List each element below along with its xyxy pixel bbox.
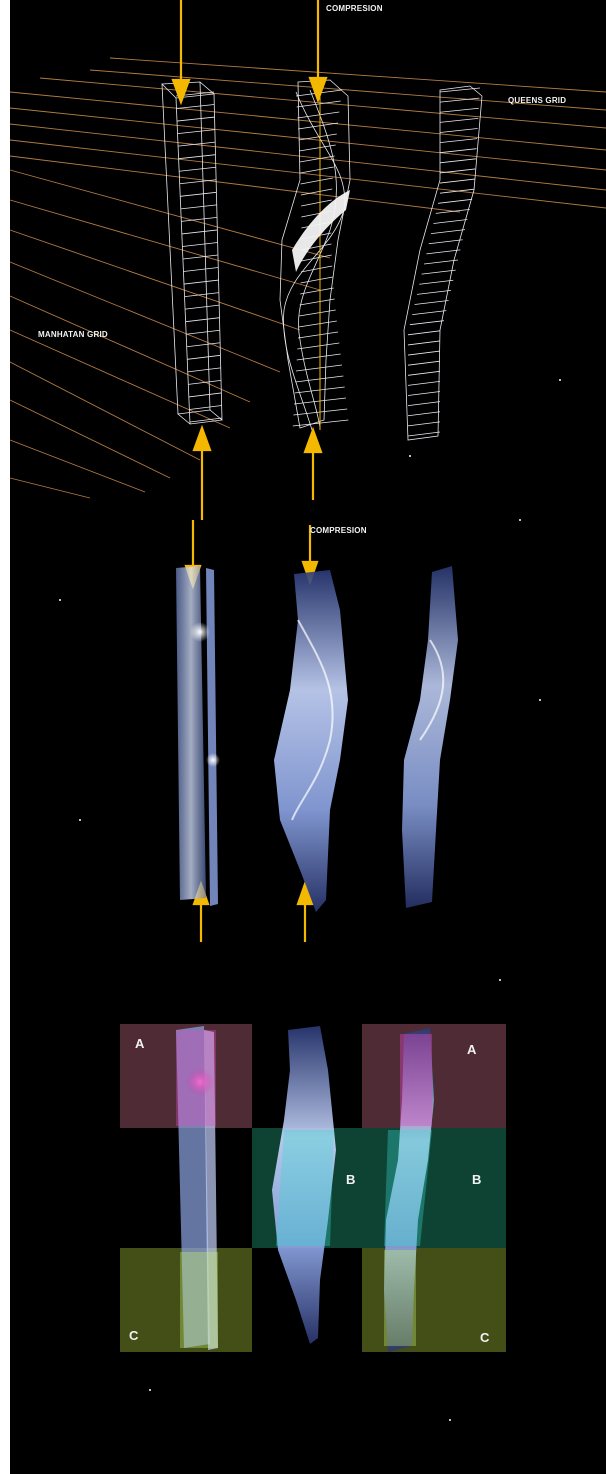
queens-grid-label: QUEENS GRID bbox=[508, 96, 566, 105]
manhattan-grid-label: MANHATAN GRID bbox=[38, 330, 108, 339]
zone-a-label-right: A bbox=[467, 1042, 476, 1057]
zone-b-label-right: B bbox=[472, 1172, 481, 1187]
zone-b-label-mid: B bbox=[346, 1172, 355, 1187]
zoned-tower-straight bbox=[176, 1026, 218, 1350]
zone-a-label-left: A bbox=[135, 1036, 144, 1051]
zone-c-label-right: C bbox=[480, 1330, 489, 1345]
compression-label-top: COMPRESION bbox=[326, 4, 383, 13]
glass-tower-straight bbox=[176, 566, 220, 906]
zone-c-label-left: C bbox=[129, 1328, 138, 1343]
compression-label-mid: COMPRESION bbox=[310, 526, 367, 535]
